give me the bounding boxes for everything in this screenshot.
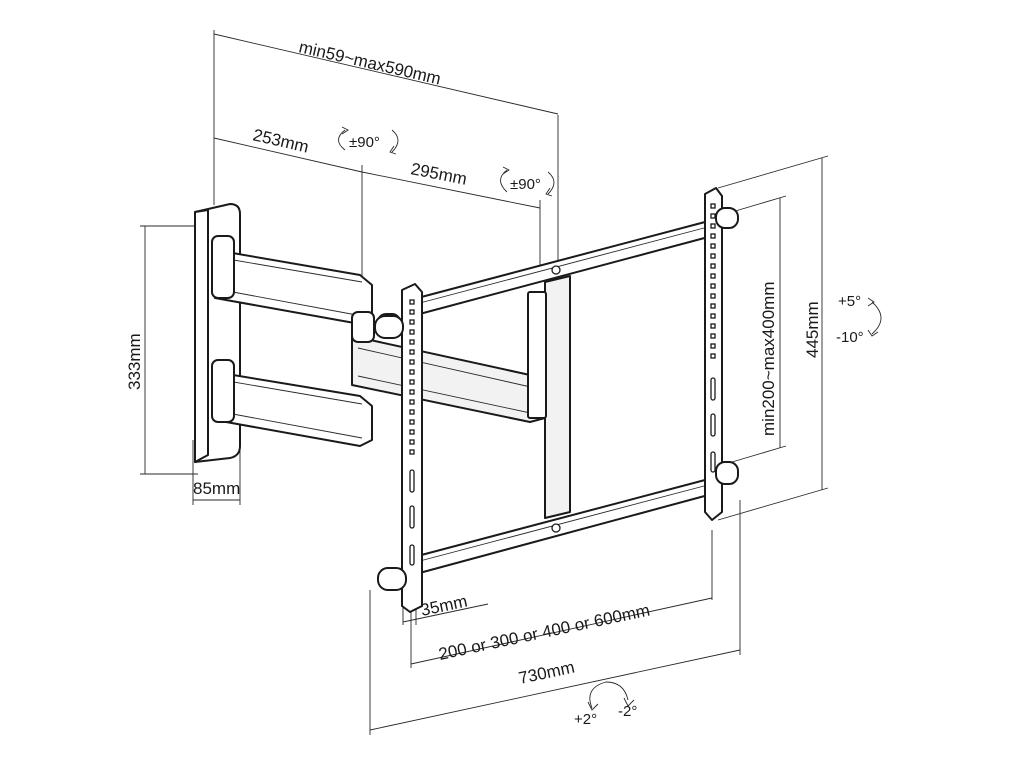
rail-hole xyxy=(409,389,415,395)
vesa-horizontal-label: 200 or 300 or 400 or 600mm xyxy=(437,601,652,664)
rail-slot xyxy=(710,377,716,401)
wall-plate-height-label: 333mm xyxy=(125,333,144,390)
rail-hole xyxy=(409,379,415,385)
bracket-offset-label: 35mm xyxy=(419,592,469,620)
level-plus-label: +2° xyxy=(574,711,597,728)
tilt-down-label: -10° xyxy=(836,329,864,346)
pivot-one-rotation-label: ±90° xyxy=(349,134,380,151)
level-minus-label: -2° xyxy=(618,703,637,720)
rail-hole xyxy=(409,329,415,335)
rail-hole xyxy=(409,449,415,455)
rail-hole xyxy=(409,309,415,315)
rail-hole xyxy=(409,339,415,345)
arm-first-segment-label: 253mm xyxy=(251,125,311,156)
tilt-up-label: +5° xyxy=(838,293,861,310)
rail-hole xyxy=(409,299,415,305)
rail-slot xyxy=(409,544,415,566)
bracket-width-label: 730mm xyxy=(517,658,576,688)
rail-holes xyxy=(409,203,716,566)
rail-hole xyxy=(710,313,716,319)
swing-arms xyxy=(211,235,546,447)
rail-hole xyxy=(710,233,716,239)
rotation-icons xyxy=(338,126,882,711)
rail-hole xyxy=(710,353,716,359)
rail-slot xyxy=(710,451,716,473)
rail-hole xyxy=(710,343,716,349)
rail-hole xyxy=(409,409,415,415)
rail-hole xyxy=(409,359,415,365)
rail-hole xyxy=(409,349,415,355)
rail-hole xyxy=(710,203,716,209)
rail-hole xyxy=(710,243,716,249)
rail-hole xyxy=(710,253,716,259)
rail-hole xyxy=(710,293,716,299)
rail-hole xyxy=(710,223,716,229)
rail-slot xyxy=(409,469,415,493)
rail-hole xyxy=(710,303,716,309)
rail-hole xyxy=(710,333,716,339)
rail-hole xyxy=(409,319,415,325)
rail-hole xyxy=(409,419,415,425)
rail-hole xyxy=(409,369,415,375)
wall-plate-depth-label: 85mm xyxy=(193,479,240,498)
rail-hole xyxy=(710,273,716,279)
rail-hole xyxy=(409,429,415,435)
arm-second-segment-label: 295mm xyxy=(409,159,468,188)
bracket-height-label: 445mm xyxy=(803,301,822,358)
rail-hole xyxy=(409,439,415,445)
vesa-vertical-label: min200~max400mm xyxy=(759,282,778,437)
rail-hole xyxy=(710,213,716,219)
rail-slot xyxy=(409,505,415,529)
rail-hole xyxy=(409,399,415,405)
arm-extension-label: min59~max590mm xyxy=(297,37,443,88)
rail-hole xyxy=(710,323,716,329)
rail-hole xyxy=(710,263,716,269)
pivot-two-rotation-label: ±90° xyxy=(510,176,541,193)
rail-hole xyxy=(710,283,716,289)
rail-slot xyxy=(710,413,716,437)
